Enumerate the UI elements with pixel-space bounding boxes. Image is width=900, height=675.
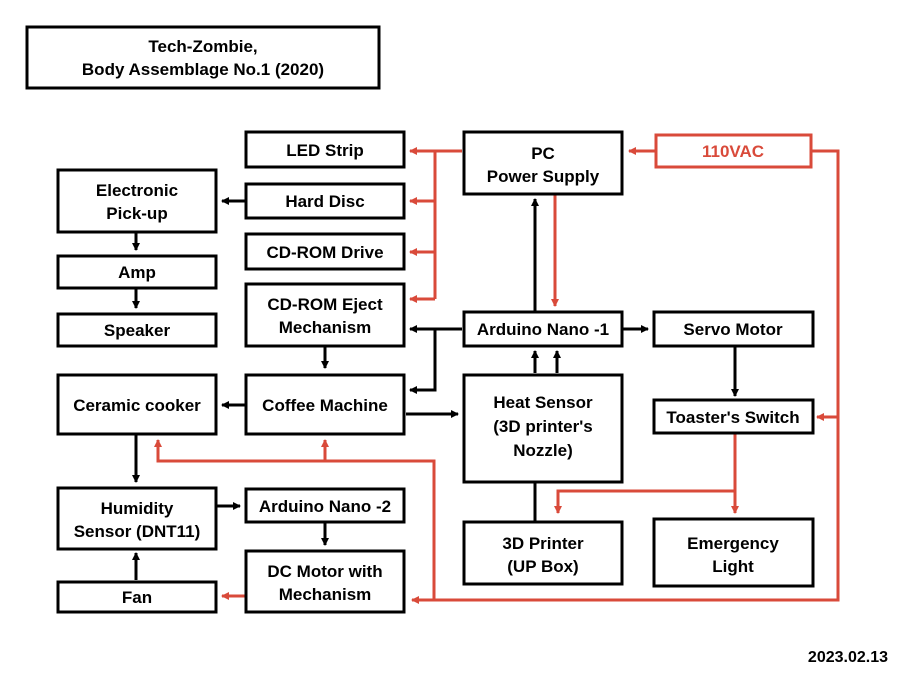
block-arduino-nano-2-label: Arduino Nano -2 <box>259 497 391 516</box>
block-dc-motor-label-1: DC Motor with <box>267 562 382 581</box>
block-toaster-switch-label: Toaster's Switch <box>666 408 799 427</box>
block-heat-sensor-label-2: (3D printer's <box>493 417 592 436</box>
block-heat-sensor: Heat Sensor (3D printer's Nozzle) <box>462 373 624 484</box>
power-connections <box>154 147 840 604</box>
block-coffee-machine: Coffee Machine <box>244 373 406 436</box>
block-dc-motor: DC Motor with Mechanism <box>244 549 406 614</box>
title-line-2: Body Assemblage No.1 (2020) <box>82 60 324 79</box>
block-arduino-nano-2: Arduino Nano -2 <box>244 487 406 524</box>
block-servo-motor-label: Servo Motor <box>683 320 783 339</box>
block-speaker: Speaker <box>56 312 218 348</box>
block-emergency-light: Emergency Light <box>652 517 815 588</box>
block-speaker-label: Speaker <box>104 321 171 340</box>
title-line-1: Tech-Zombie, <box>148 37 257 56</box>
block-cdrom-eject-label-2: Mechanism <box>279 318 372 337</box>
block-cdrom-eject-label-1: CD-ROM Eject <box>267 295 383 314</box>
block-ceramic-cooker-label: Ceramic cooker <box>73 396 201 415</box>
block-pc-power-supply: PC Power Supply <box>462 130 624 196</box>
block-hard-disc-label: Hard Disc <box>285 192 364 211</box>
block-coffee-machine-label: Coffee Machine <box>262 396 388 415</box>
block-cdrom-eject: CD-ROM Eject Mechanism <box>244 282 406 348</box>
block-3d-printer: 3D Printer (UP Box) <box>462 520 624 586</box>
block-dc-motor-label-2: Mechanism <box>279 585 372 604</box>
block-110vac: 110VAC <box>654 133 813 169</box>
date-label: 2023.02.13 <box>808 649 888 666</box>
power-line-switch-to-printer <box>554 489 735 514</box>
block-humidity-sensor: Humidity Sensor (DNT11) <box>56 486 218 551</box>
power-line-psu-bus <box>433 149 462 299</box>
block-emergency-light-label-1: Emergency <box>687 534 779 553</box>
block-humidity-sensor-label-1: Humidity <box>101 499 174 518</box>
signal-arduino1-to-coffee <box>409 329 437 394</box>
block-electronic-pickup-label-1: Electronic <box>96 181 178 200</box>
block-amp: Amp <box>56 254 218 290</box>
block-arduino-nano-1-label: Arduino Nano -1 <box>477 320 609 339</box>
block-emergency-light-label-2: Light <box>712 557 754 576</box>
block-110vac-label: 110VAC <box>702 142 764 161</box>
block-humidity-sensor-label-2: Sensor (DNT11) <box>74 522 201 541</box>
block-hard-disc: Hard Disc <box>244 182 406 220</box>
title-box: Tech-Zombie, Body Assemblage No.1 (2020) <box>25 25 381 90</box>
block-3d-printer-label-1: 3D Printer <box>502 534 584 553</box>
block-electronic-pickup: Electronic Pick-up <box>56 168 218 234</box>
block-led-strip-label: LED Strip <box>286 141 363 160</box>
block-pc-power-supply-label-1: PC <box>531 144 555 163</box>
block-toaster-switch: Toaster's Switch <box>652 398 815 435</box>
block-electronic-pickup-label-2: Pick-up <box>106 204 167 223</box>
block-fan: Fan <box>56 580 218 614</box>
block-heat-sensor-label-3: Nozzle) <box>513 441 573 460</box>
block-arduino-nano-1: Arduino Nano -1 <box>462 310 624 348</box>
block-cdrom-drive: CD-ROM Drive <box>244 232 406 271</box>
power-line-bus-to-cooker <box>154 439 436 600</box>
block-heat-sensor-label-1: Heat Sensor <box>493 393 593 412</box>
block-fan-label: Fan <box>122 588 152 607</box>
power-line-ac-bus <box>411 149 840 604</box>
block-ceramic-cooker: Ceramic cooker <box>56 373 218 436</box>
block-led-strip: LED Strip <box>244 130 406 169</box>
signal-connections <box>132 197 739 580</box>
block-pc-power-supply-label-2: Power Supply <box>487 167 600 186</box>
block-3d-printer-label-2: (UP Box) <box>507 557 578 576</box>
block-servo-motor: Servo Motor <box>652 310 815 348</box>
block-cdrom-drive-label: CD-ROM Drive <box>266 243 383 262</box>
block-amp-label: Amp <box>118 263 156 282</box>
